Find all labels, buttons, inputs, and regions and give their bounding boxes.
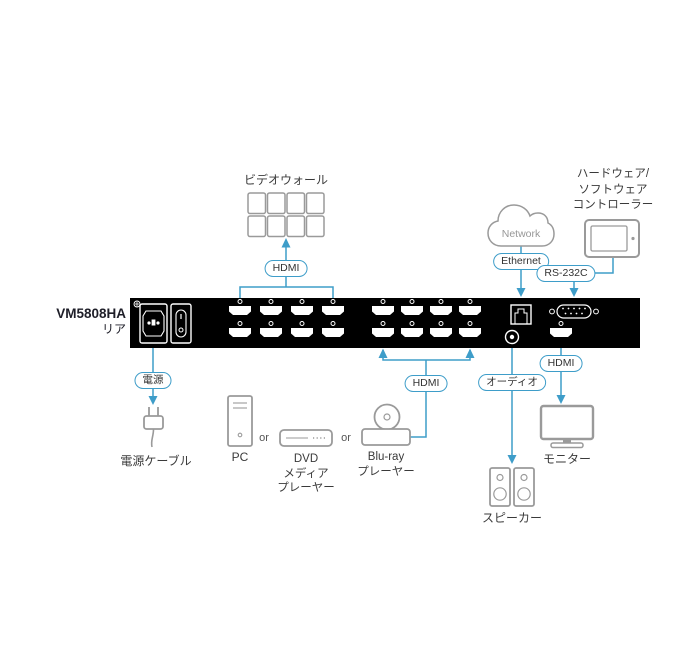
source-drop-line: [410, 360, 427, 438]
monitor-label: モニター: [542, 452, 592, 466]
speakers-icon: [489, 467, 535, 507]
device-model-label: VM5808HA: [56, 306, 126, 321]
rs232c-badge: RS-232C: [536, 265, 596, 282]
monitor-icon: [539, 404, 595, 449]
controller-label: ハードウェア/ ソフトウェア コントローラー: [573, 167, 654, 214]
peripheral-icons: [143, 192, 640, 507]
bluray-label-line1: Blu-ray: [367, 451, 405, 463]
power-plug-icon: [143, 407, 164, 448]
pc-tower-icon: [227, 395, 253, 447]
source-arrowhead-left: [378, 348, 388, 358]
audio-badge: オーディオ: [478, 374, 546, 391]
network-label: Network: [501, 228, 541, 240]
bluray-label-line2: プレーヤー: [357, 465, 415, 478]
power-inlet-port: [139, 303, 168, 344]
source-arrowhead-right: [465, 348, 475, 358]
dvd-label-line1: DVD: [293, 453, 319, 465]
videowall-arrowhead: [281, 238, 291, 248]
power-switch: [170, 303, 192, 344]
power-cable-label: 電源ケーブル: [120, 454, 192, 468]
hdmi-badge-sources: HDMI: [404, 375, 448, 392]
network-cloud-icon: [487, 204, 555, 247]
ethernet-arrowhead: [516, 288, 526, 297]
bluray-player-icon: [361, 403, 411, 446]
hdmi-badge-monitor: HDMI: [539, 355, 583, 372]
videowall-stub-lines: [239, 286, 334, 298]
ethernet-port: [510, 304, 532, 325]
video-wall-label: ビデオウォール: [243, 173, 329, 187]
rs232-db9-port: [549, 304, 599, 319]
controller-label-line3: コントローラー: [572, 199, 654, 211]
controller-label-line2: ソフトウェア: [578, 183, 648, 196]
or-label-2: or: [341, 432, 351, 444]
source-stub-lines: [382, 350, 471, 361]
bluray-player-label: Blu-ray プレーヤー: [357, 450, 415, 479]
controller-label-line1: ハードウェア/: [576, 168, 650, 180]
dvd-player-icon: [279, 429, 333, 447]
dvd-label-line3: プレーヤー: [277, 482, 335, 494]
video-wall-icon: [247, 192, 325, 238]
rs232-arrowhead: [569, 288, 579, 297]
audio-arrowhead: [507, 455, 517, 464]
ethernet-badge: Ethernet: [493, 253, 549, 270]
device-view-label: リア: [101, 322, 126, 336]
ground-screw-icon: [133, 300, 141, 308]
dvd-label-line2: メディア: [283, 467, 329, 480]
controller-device-icon: [584, 219, 640, 258]
device-rear-panel: [130, 298, 640, 348]
speakers-label: スピーカー: [481, 511, 543, 525]
power-arrowhead: [148, 396, 158, 405]
dvd-player-label: DVD メディア プレーヤー: [277, 452, 335, 496]
device-title: VM5808HA リア: [36, 306, 126, 337]
power-badge: 電源: [134, 372, 172, 389]
hdmi-badge-video-wall: HDMI: [264, 260, 308, 277]
pc-label: PC: [231, 450, 249, 464]
audio-output-port: [504, 329, 520, 345]
or-label-1: or: [259, 432, 269, 444]
monitor-arrowhead: [556, 395, 566, 404]
